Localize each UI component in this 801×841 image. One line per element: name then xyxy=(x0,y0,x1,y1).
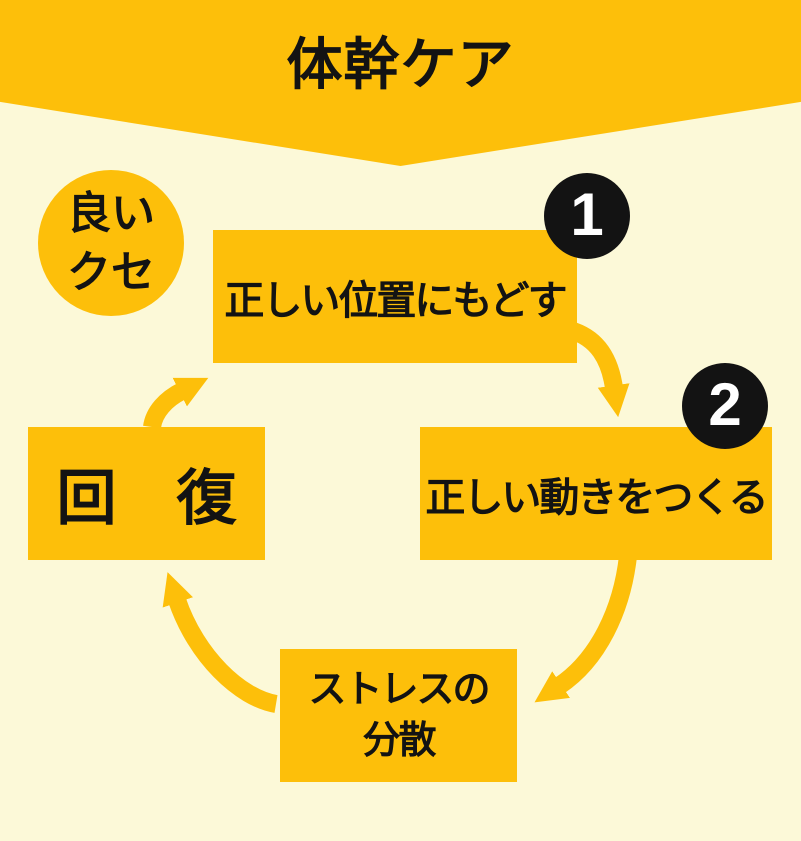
step1-box-return-to-correct-position: 正しい位置にもどす xyxy=(213,230,577,363)
step2-box-create-correct-movement: 正しい動きをつくる xyxy=(420,427,772,560)
flow-arrow-stress-to-recovery-icon xyxy=(162,572,278,713)
flow-arrow-step2-to-stress-icon xyxy=(534,554,637,703)
recovery-box: 回 復 xyxy=(28,427,265,560)
flow-arrow-recovery-to-step1-icon xyxy=(143,377,209,429)
good-habit-circle: 良い クセ xyxy=(38,170,184,316)
step2-number-badge: 2 xyxy=(682,363,768,449)
flow-arrow-step1-to-step2-icon xyxy=(567,321,630,418)
page-title: 体幹ケア xyxy=(286,33,515,96)
step1-number-badge: 1 xyxy=(544,173,630,259)
step1-label: 正しい位置にもどす xyxy=(224,278,567,323)
recovery-label: 回 復 xyxy=(56,465,237,532)
step2-label: 正しい動きをつくる xyxy=(425,475,768,520)
stress-dispersion-label: ストレスの 分散 xyxy=(308,669,490,762)
stress-dispersion-box: ストレスの 分散 xyxy=(280,649,517,782)
